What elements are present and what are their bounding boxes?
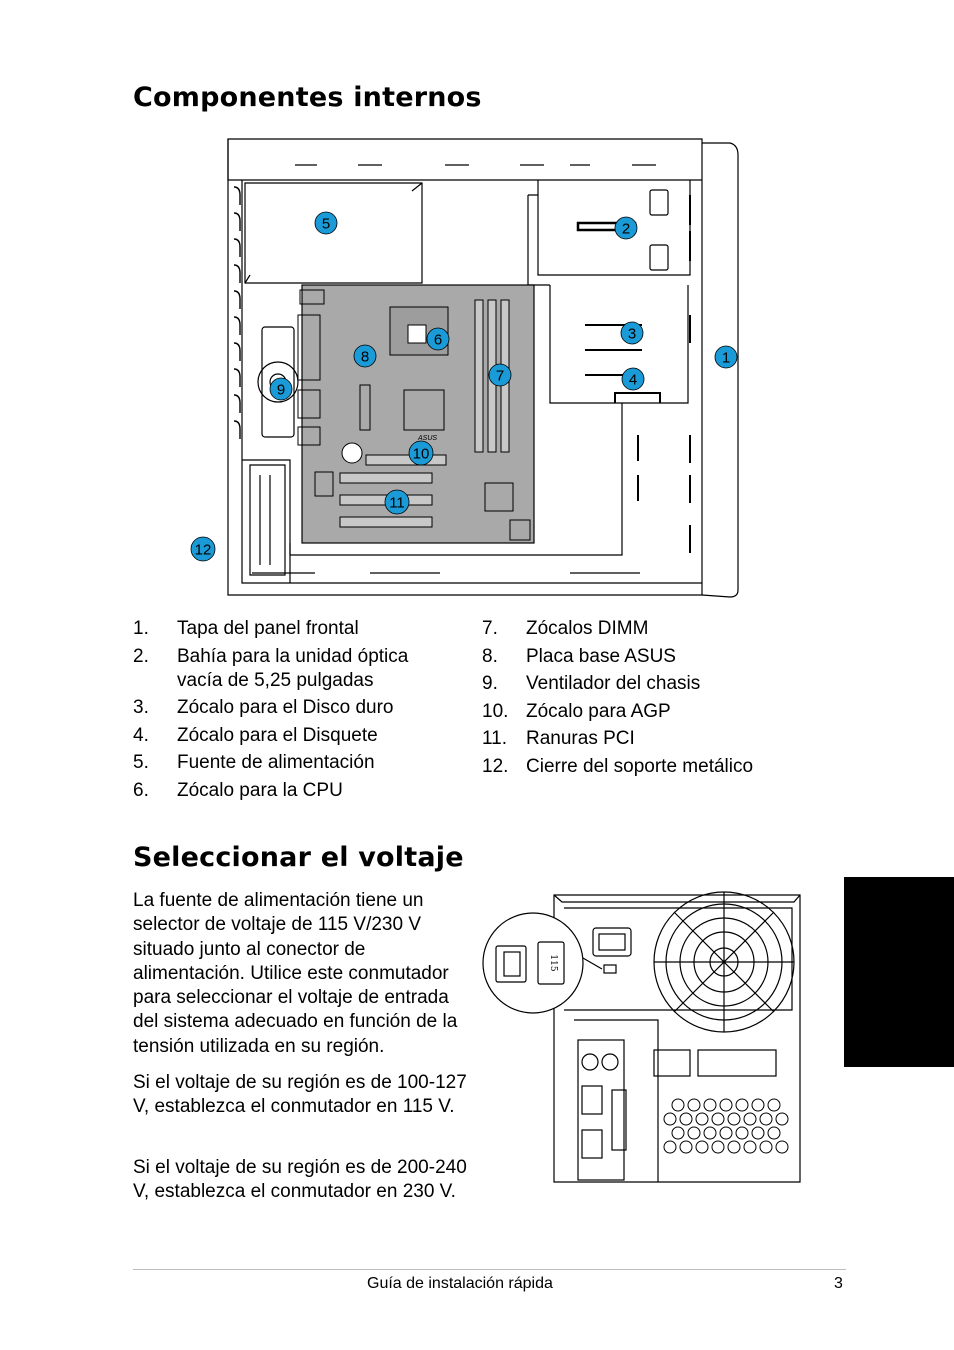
rear-panel-voltage-diagram: 115: [482, 891, 801, 1183]
list-item: 2.Bahía para la unidad óptica vacía de 5…: [133, 645, 409, 691]
callout-7: 7: [488, 363, 512, 387]
list-item: 8.Placa base ASUS: [482, 645, 676, 667]
list-item: 7.Zócalos DIMM: [482, 618, 649, 639]
asus-board-logo: ASUS: [417, 435, 437, 442]
callout-10: 10: [408, 440, 434, 466]
callout-1: 1: [714, 345, 738, 369]
svg-text:7: 7: [496, 368, 504, 385]
list-item: 11.Ranuras PCI: [482, 728, 635, 749]
footer-divider: [133, 1269, 846, 1270]
components-list-right: 7.Zócalos DIMM 8.Placa base ASUS 9.Venti…: [482, 617, 802, 782]
svg-text:8: 8: [361, 349, 369, 366]
list-item: 12.Cierre del soporte metálico: [482, 755, 754, 777]
components-list-left: 1.Tapa del panel frontal 2.Bahía para la…: [133, 617, 453, 806]
tower-internals-diagram: ASUS 1 2 3 4 5 6 7 8 9 10 11 12: [190, 138, 739, 598]
svg-text:3: 3: [628, 326, 636, 343]
svg-text:11: 11: [389, 495, 405, 512]
list-item: 10.Zócalo para AGP: [482, 700, 671, 722]
callout-4: 4: [621, 367, 645, 391]
language-tab: [844, 877, 954, 1067]
callout-6: 6: [426, 327, 450, 351]
svg-text:9: 9: [277, 382, 285, 399]
list-item: 6.Zócalo para la CPU: [133, 779, 343, 801]
svg-text:5: 5: [322, 216, 330, 233]
svg-text:4: 4: [629, 372, 637, 389]
list-item: 3.Zócalo para el Disco duro: [133, 697, 394, 718]
page-number: 3: [834, 1275, 843, 1292]
callout-5: 5: [314, 211, 338, 235]
footer-title: Guía de instalación rápida: [367, 1275, 553, 1292]
svg-text:6: 6: [434, 332, 442, 349]
svg-text:10: 10: [413, 446, 430, 463]
callout-3: 3: [620, 321, 644, 345]
callout-11: 11: [384, 489, 410, 515]
callout-8: 8: [353, 344, 377, 368]
svg-text:12: 12: [195, 542, 212, 559]
voltage-paragraph-1: La fuente de alimentación tiene un selec…: [133, 890, 458, 1057]
voltage-switch-label: 115: [548, 954, 558, 971]
section-title-internal-components: Componentes internos: [133, 82, 482, 113]
callout-12: 12: [190, 536, 216, 562]
voltage-paragraph-3: Si el voltaje de su región es de 200-240…: [133, 1157, 467, 1203]
list-item: 9.Ventilador del chasis: [482, 673, 701, 694]
svg-text:1: 1: [722, 350, 730, 367]
callout-2: 2: [614, 216, 638, 240]
voltage-paragraph-2: Si el voltaje de su región es de 100-127…: [133, 1072, 467, 1118]
list-item: 1.Tapa del panel frontal: [133, 618, 359, 639]
section-title-select-voltage: Seleccionar el voltaje: [133, 842, 464, 873]
svg-text:2: 2: [622, 221, 630, 238]
list-item: 5.Fuente de alimentación: [133, 752, 375, 773]
list-item: 4.Zócalo para el Disquete: [133, 724, 378, 746]
callout-9: 9: [269, 377, 293, 401]
